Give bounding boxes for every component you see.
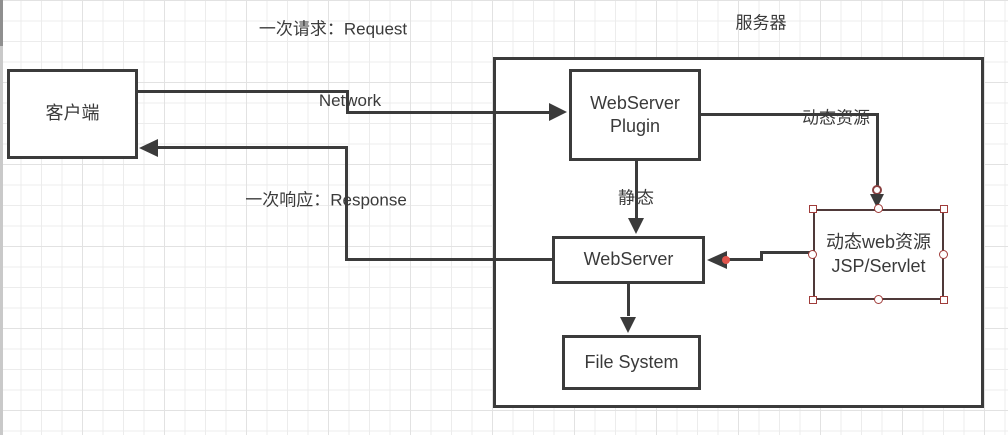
selection-handle-s[interactable]	[874, 295, 883, 304]
selection-handle-w[interactable]	[808, 250, 817, 259]
jsp-servlet-label-line2: JSP/Servlet	[831, 255, 926, 276]
jsp-servlet-label-line1: 动态web资源	[825, 232, 932, 253]
selection-handle-se[interactable]	[940, 296, 948, 304]
static-connector-segment[interactable]	[635, 161, 638, 218]
left-scrollbar-thumb[interactable]	[0, 0, 3, 46]
dynamic-resource-connector-segment-1[interactable]	[701, 113, 879, 116]
jsp-servlet-node[interactable]: 动态web资源 JSP/Servlet	[813, 209, 944, 300]
filesystem-arrowhead-icon	[620, 317, 636, 333]
jsp-to-webserver-connector-segment-1[interactable]	[760, 251, 813, 254]
response-connector-segment-1[interactable]	[158, 146, 348, 149]
dynamic-resource-connector-segment-2[interactable]	[876, 113, 879, 187]
selection-handle-nw[interactable]	[809, 205, 817, 213]
static-label[interactable]: 静态	[618, 188, 656, 208]
request-label[interactable]: 一次请求：Request	[258, 19, 408, 39]
jsp-to-webserver-connector-segment-2[interactable]	[760, 251, 763, 261]
selection-handle-ne[interactable]	[940, 205, 948, 213]
jsp-to-webserver-arrowhead-icon	[707, 251, 727, 269]
webserver-node[interactable]: WebServer	[552, 236, 705, 284]
client-node-label: 客户端	[45, 103, 100, 124]
response-connector-segment-2[interactable]	[345, 146, 348, 261]
response-connector-segment-3[interactable]	[345, 258, 553, 261]
request-connector-segment-1[interactable]	[138, 90, 349, 93]
left-scrollbar-track[interactable]	[0, 0, 3, 435]
response-arrowhead-icon	[139, 139, 158, 157]
network-label[interactable]: Network	[318, 91, 382, 110]
request-connector-segment-2[interactable]	[346, 90, 349, 114]
connector-endpoint-red-dot-icon[interactable]	[722, 256, 730, 264]
webserver-plugin-label-line2: Plugin	[609, 116, 661, 136]
webserver-node-label: WebServer	[583, 249, 674, 270]
file-system-node[interactable]: File System	[562, 335, 701, 390]
selection-handle-e[interactable]	[939, 250, 948, 259]
dynamic-resource-label[interactable]: 动态资源	[802, 108, 870, 128]
selection-handle-n[interactable]	[874, 204, 883, 213]
filesystem-connector-segment[interactable]	[627, 284, 630, 316]
webserver-plugin-node[interactable]: WebServer Plugin	[569, 69, 701, 161]
response-label[interactable]: 一次响应：Response	[245, 190, 407, 210]
request-connector-segment-3[interactable]	[346, 111, 551, 114]
static-arrowhead-icon	[628, 218, 644, 234]
jsp-to-webserver-connector-segment-3[interactable]	[728, 258, 763, 261]
selection-handle-sw[interactable]	[809, 296, 817, 304]
server-group-label[interactable]: 服务器	[735, 13, 787, 33]
request-arrowhead-icon	[549, 103, 567, 121]
file-system-node-label: File System	[584, 351, 679, 372]
client-node[interactable]: 客户端	[7, 69, 138, 159]
webserver-plugin-label-line1: WebServer	[590, 92, 680, 113]
